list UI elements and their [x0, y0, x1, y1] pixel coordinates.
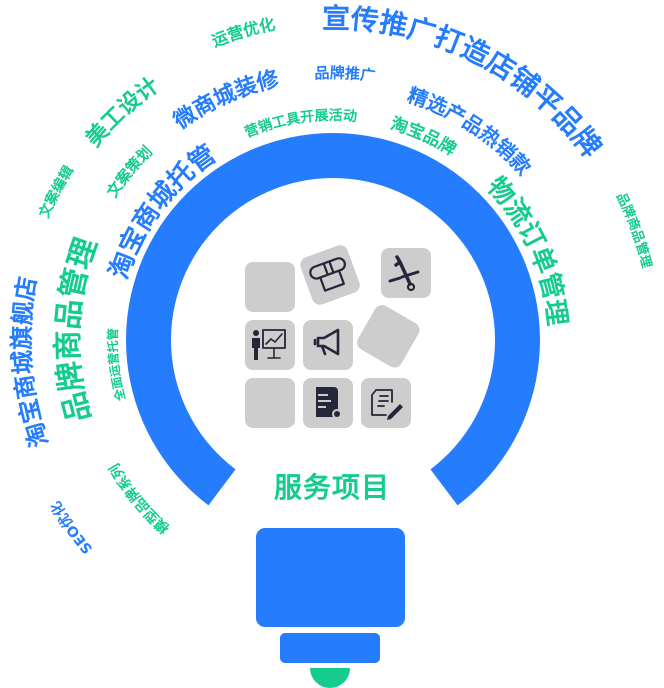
document-edit-icon [361, 378, 411, 428]
word-cloud-term-text: 淘宝商城旗舰店 [8, 275, 54, 451]
word-cloud-term: 淘宝商城旗舰店 [8, 275, 54, 451]
blank-tile [245, 378, 295, 428]
page-title: 服务项目 [273, 471, 390, 504]
word-cloud-term-text: 品牌商品管理 [51, 234, 105, 426]
word-cloud-term-text: SEO优化 [47, 498, 96, 556]
megaphone-icon [303, 320, 353, 370]
word-cloud-term-text: 品牌商品管理 [613, 191, 654, 270]
icon-grid [245, 245, 431, 428]
word-cloud-term: 文案编辑 [36, 163, 78, 221]
word-cloud-term-text: 全面运营托管 [105, 328, 129, 404]
word-cloud-term: 运营优化 [209, 14, 277, 50]
bulb-base-upper [256, 528, 405, 627]
blank-tile [357, 305, 420, 368]
shop-icon [300, 245, 360, 305]
word-cloud-term: 品牌商品管理 [51, 234, 105, 426]
word-cloud-term-text: 美工设计 [81, 73, 164, 152]
bulb-base-lower [280, 633, 380, 663]
tools-icon [381, 248, 431, 298]
word-cloud-term: 美工设计 [81, 73, 164, 152]
word-cloud-term-text: 品牌推广 [314, 64, 376, 85]
word-cloud-term: SEO优化 [47, 498, 96, 556]
word-cloud-term: 品牌商品管理 [613, 191, 654, 270]
word-cloud-term: 品牌推广 [314, 64, 376, 85]
word-cloud-term: 全面运营托管 [105, 328, 129, 404]
blank-tile [245, 262, 295, 312]
bulb-tip [310, 668, 350, 688]
document-user-icon [303, 378, 353, 428]
presentation-icon [245, 320, 295, 370]
word-cloud-term-text: 运营优化 [209, 14, 277, 50]
word-cloud-term-text: 文案编辑 [36, 163, 78, 221]
